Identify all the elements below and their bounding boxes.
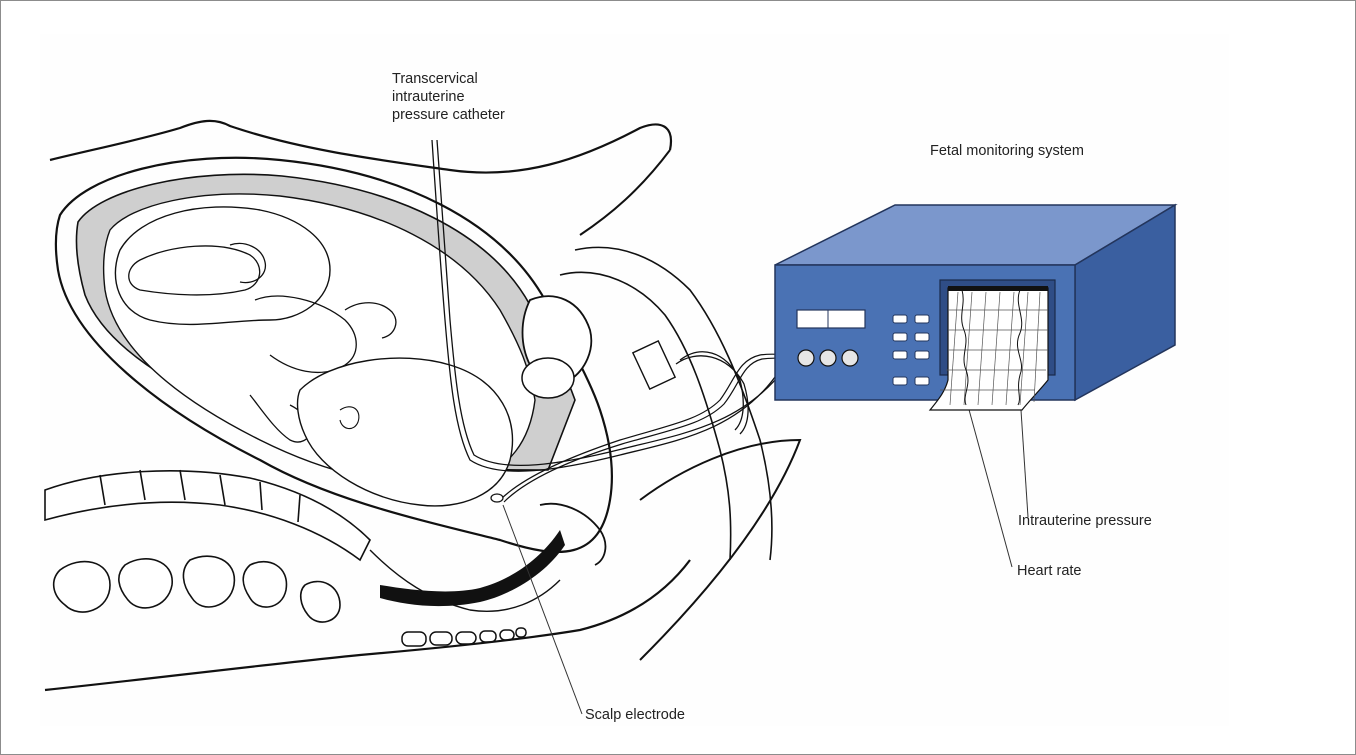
printer-roller [948, 286, 1048, 291]
input-jacks [798, 350, 858, 366]
maternal-bowel [54, 556, 340, 622]
label-catheter-line-3: pressure catheter [392, 106, 505, 124]
maternal-thigh [640, 440, 800, 660]
leader-heart-rate [965, 395, 1012, 567]
label-fetal-monitoring-system: Fetal monitoring system [930, 142, 1084, 160]
maternal-back-outline [580, 150, 670, 235]
belt-buckle [633, 341, 675, 389]
label-heart-rate: Heart rate [1017, 562, 1081, 580]
label-catheter-line-1: Transcervical [392, 70, 505, 88]
pubic-bone-inner [522, 358, 574, 398]
fetal-monitor-device [775, 205, 1175, 410]
coccyx [402, 628, 526, 646]
fetus-head [298, 358, 513, 506]
display-window [797, 310, 865, 328]
abdominal-belt [575, 247, 772, 560]
leader-scalp-electrode [503, 505, 582, 714]
leader-intrauterine-pressure [1020, 395, 1028, 517]
label-catheter-line-2: intrauterine [392, 88, 505, 106]
label-scalp-electrode: Scalp electrode [585, 706, 685, 724]
maternal-abdomen-outline [50, 121, 671, 173]
recording-paper [930, 288, 1048, 410]
label-intrauterine-pressure: Intrauterine pressure [1018, 512, 1152, 530]
scalp-electrode-tip [491, 494, 503, 502]
label-transcervical-catheter: Transcervical intrauterine pressure cath… [392, 70, 505, 124]
maternal-spine [45, 470, 370, 560]
